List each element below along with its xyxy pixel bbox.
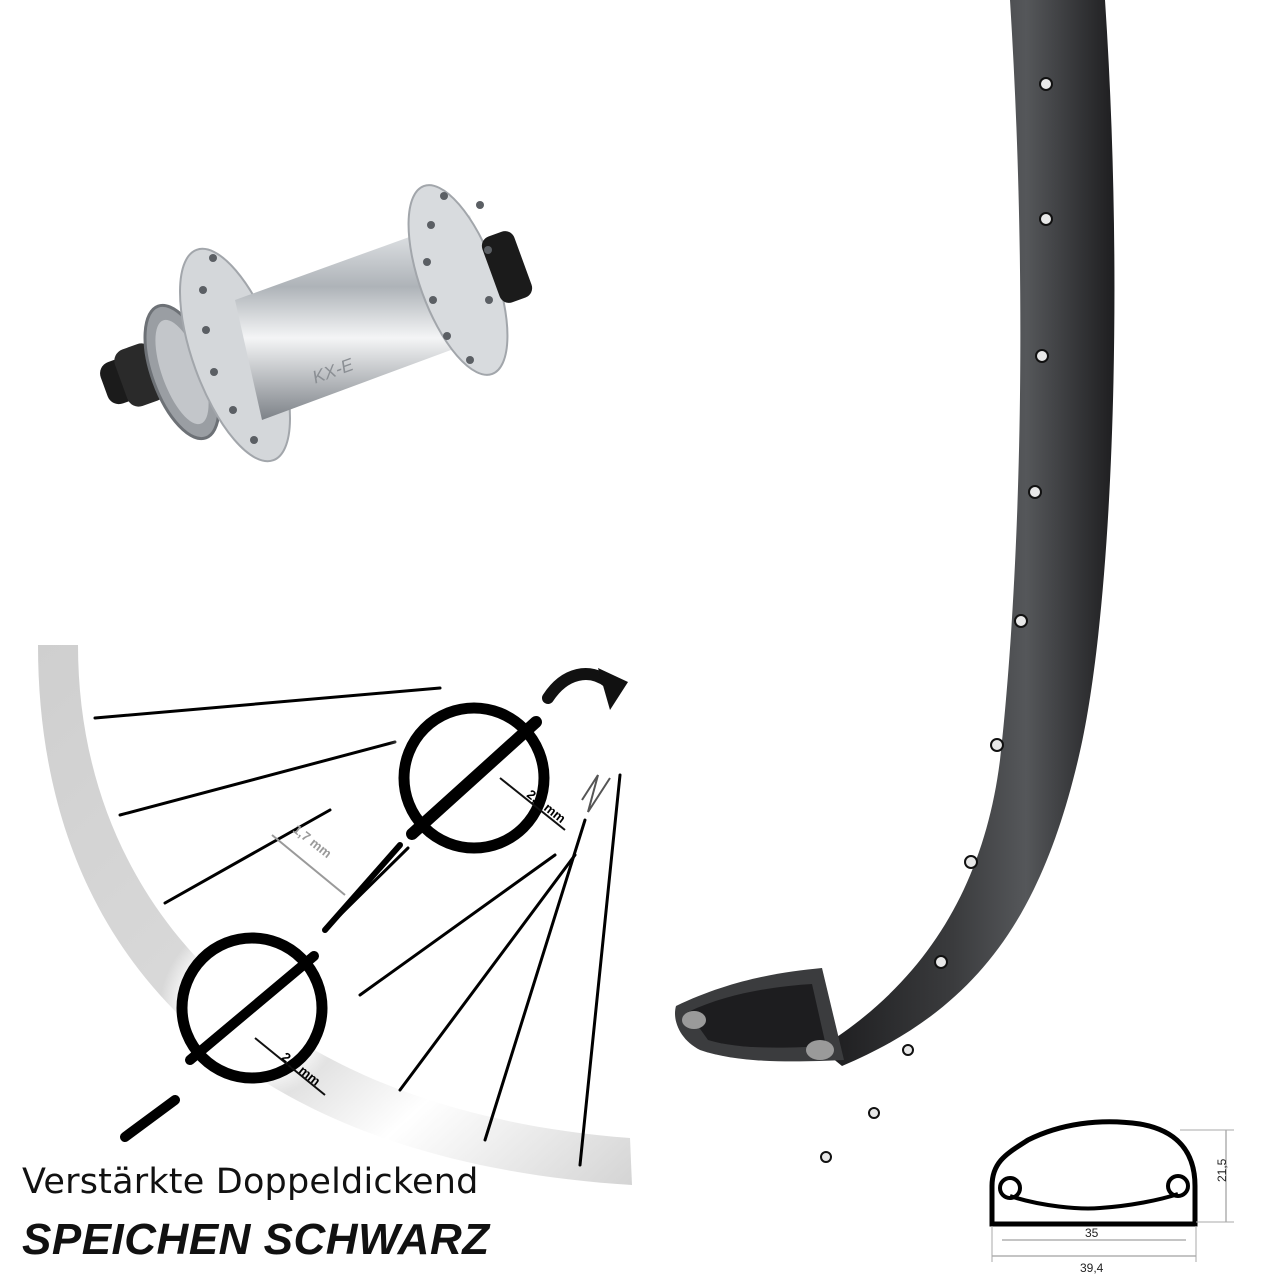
rim-profile-outline bbox=[989, 1119, 1198, 1227]
hub: KX-E bbox=[100, 184, 533, 463]
spoke bbox=[163, 808, 332, 905]
spoke-threaded-end bbox=[120, 1095, 180, 1142]
rim-profile-drawing: 21,5 35 39,4 bbox=[989, 1119, 1234, 1275]
spoke bbox=[322, 842, 403, 933]
gauge-center-label-group: 1,7 mm bbox=[271, 822, 346, 896]
spoke-head-bend-icon bbox=[542, 668, 628, 710]
spoke bbox=[398, 853, 577, 1092]
rim-profile-inner-width: 35 bbox=[1085, 1226, 1099, 1240]
hub-flange-holes bbox=[199, 192, 493, 444]
rim-profile-outer-width: 39,4 bbox=[1080, 1261, 1104, 1275]
rim-spoke-holes bbox=[820, 77, 1053, 1163]
spoke bbox=[338, 846, 410, 917]
caption-reinforced-butted: Verstärkte Doppeldickend bbox=[22, 1162, 479, 1202]
spoke-butting-icon bbox=[581, 774, 611, 813]
spokes bbox=[93, 686, 622, 1167]
spoke bbox=[358, 853, 557, 997]
magnifier-bottom bbox=[160, 916, 344, 1100]
rim bbox=[675, 0, 1115, 1163]
rim-band bbox=[38, 645, 632, 1185]
rim-body bbox=[820, 0, 1115, 1066]
spoke bbox=[483, 818, 587, 1142]
spoke bbox=[118, 740, 397, 817]
rim-profile-height: 21,5 bbox=[1215, 1158, 1229, 1182]
spoke-diagram: 1,7 mm 2,3 mm 2,0 mm bbox=[38, 645, 632, 1185]
magnifier-top bbox=[382, 686, 566, 870]
spoke bbox=[93, 686, 442, 720]
caption-spokes-black: SPEICHEN SCHWARZ bbox=[22, 1215, 490, 1264]
hub-right-end-cap bbox=[481, 231, 533, 303]
spoke bbox=[578, 773, 622, 1167]
